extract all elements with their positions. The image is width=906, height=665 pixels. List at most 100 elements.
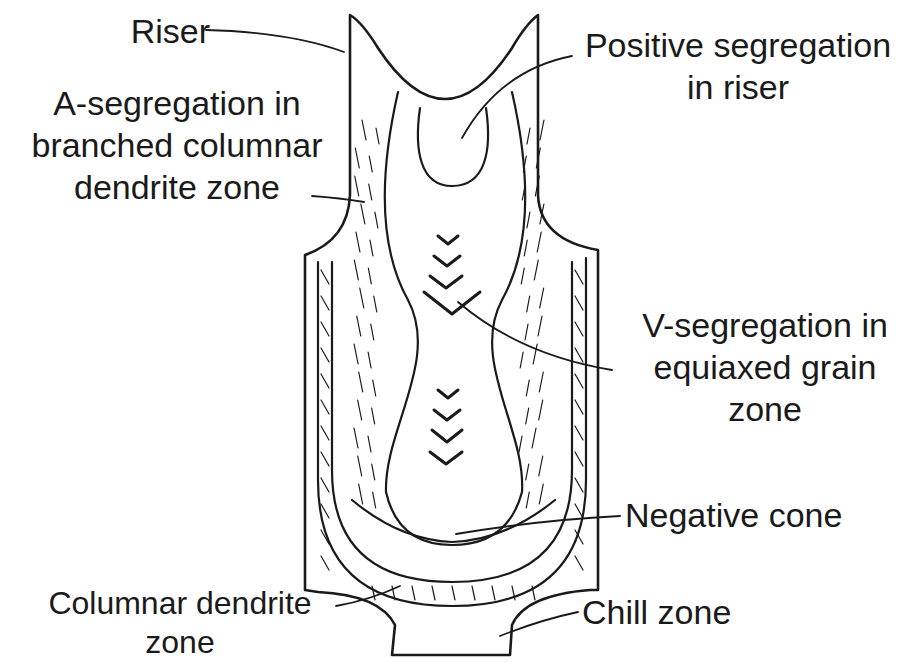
hatch-stroke xyxy=(539,456,543,476)
hatch-stroke xyxy=(368,352,371,368)
hatch-stroke xyxy=(521,268,524,284)
positive-segregation-loop xyxy=(418,108,488,186)
hatch-stroke xyxy=(452,586,455,600)
hatch-stroke xyxy=(354,344,358,364)
hatch-stroke xyxy=(321,556,329,570)
hatch-stroke xyxy=(538,316,542,336)
hatch-stroke xyxy=(362,120,366,140)
hatch-stroke xyxy=(368,436,371,452)
hatch-stroke xyxy=(533,344,537,364)
hatch-stroke xyxy=(321,504,329,518)
hatch-stroke xyxy=(575,374,583,388)
hatch-stroke xyxy=(540,288,544,308)
hatch-stroke xyxy=(575,348,583,362)
hatch-stroke xyxy=(512,586,515,600)
hatch-stroke xyxy=(368,268,371,284)
hatch-stroke xyxy=(355,148,359,168)
hatch-stroke xyxy=(526,408,529,424)
hatch-stroke xyxy=(412,586,415,600)
hatch-stroke xyxy=(354,260,358,280)
hatch-stroke xyxy=(432,586,435,600)
hatch-stroke xyxy=(523,156,526,172)
hatch-stroke xyxy=(575,504,583,518)
columnar-zone-line xyxy=(332,262,572,582)
hatch-stroke xyxy=(526,464,529,480)
hatch-stroke xyxy=(575,452,583,466)
hatch-stroke xyxy=(359,372,363,392)
hatch-stroke xyxy=(373,492,376,508)
v-segregation-marks xyxy=(424,236,480,464)
hatch-stroke xyxy=(527,212,530,228)
negative-cone xyxy=(352,500,555,542)
hatch-stroke xyxy=(361,204,365,224)
hatch-stroke xyxy=(526,492,529,508)
hatch-stroke xyxy=(532,428,536,448)
dendrite-hatching xyxy=(321,120,583,600)
hatch-stroke xyxy=(539,484,543,504)
hatch-stroke xyxy=(575,426,583,440)
hatch-stroke xyxy=(321,374,329,388)
hatch-stroke xyxy=(520,352,523,368)
hatch-stroke xyxy=(527,296,530,312)
hatch-stroke xyxy=(360,288,364,308)
hatch-stroke xyxy=(321,530,329,544)
hatch-stroke xyxy=(575,270,583,284)
hatch-stroke xyxy=(539,400,543,420)
hatch-stroke xyxy=(359,484,363,504)
hatch-stroke xyxy=(527,128,530,144)
hatch-stroke xyxy=(374,296,377,312)
hatch-stroke xyxy=(535,176,539,196)
hatch-stroke xyxy=(355,176,359,196)
hatch-stroke xyxy=(534,260,538,280)
hatch-stroke xyxy=(321,348,329,362)
hatch-stroke xyxy=(321,426,329,440)
hatch-stroke xyxy=(575,530,583,544)
hatch-stroke xyxy=(373,380,376,396)
hatch-stroke xyxy=(575,296,583,310)
hatch-stroke xyxy=(526,380,529,396)
part-label: Chill zone xyxy=(582,591,882,633)
hatch-stroke xyxy=(575,478,583,492)
hatch-stroke xyxy=(354,428,358,448)
hatch-stroke xyxy=(537,232,541,252)
hatch-stroke xyxy=(371,324,374,340)
hatch-stroke xyxy=(536,148,540,168)
part-label: V-segregation in equiaxed grain zone xyxy=(632,304,898,430)
hatch-stroke xyxy=(522,184,525,200)
hatch-stroke xyxy=(370,240,373,256)
hatch-stroke xyxy=(519,436,522,452)
hatch-stroke xyxy=(358,400,362,420)
hatch-stroke xyxy=(575,400,583,414)
hatch-stroke xyxy=(321,296,329,310)
hatch-stroke xyxy=(321,322,329,336)
hatch-stroke xyxy=(525,324,528,340)
hatch-stroke xyxy=(540,120,544,140)
hatch-stroke xyxy=(357,316,361,336)
equiaxed-boundary xyxy=(385,92,526,545)
hatch-stroke xyxy=(356,232,360,252)
part-label: A-segregation in branched columnar dendr… xyxy=(22,82,332,208)
part-label: Riser xyxy=(110,10,210,52)
chill-zone-line xyxy=(318,258,586,606)
hatch-stroke xyxy=(539,372,543,392)
hatch-stroke xyxy=(321,400,329,414)
hatch-stroke xyxy=(472,586,475,600)
hatch-stroke xyxy=(358,456,362,476)
hatch-stroke xyxy=(492,586,495,600)
hatch-stroke xyxy=(575,322,583,336)
hatch-stroke xyxy=(321,478,329,492)
hatch-stroke xyxy=(372,408,375,424)
ingot-outline xyxy=(305,15,598,655)
hatch-stroke xyxy=(372,464,375,480)
hatch-stroke xyxy=(375,212,378,228)
hatch-stroke xyxy=(321,270,329,284)
hatch-stroke xyxy=(376,128,379,144)
hatch-stroke xyxy=(369,184,372,200)
hatch-stroke xyxy=(321,452,329,466)
hatch-stroke xyxy=(369,156,372,172)
part-label: Positive segregation in riser xyxy=(578,24,898,108)
part-label: Negative cone xyxy=(625,494,900,536)
hatch-stroke xyxy=(575,556,583,570)
hatch-stroke xyxy=(532,586,535,600)
hatch-stroke xyxy=(372,586,375,600)
